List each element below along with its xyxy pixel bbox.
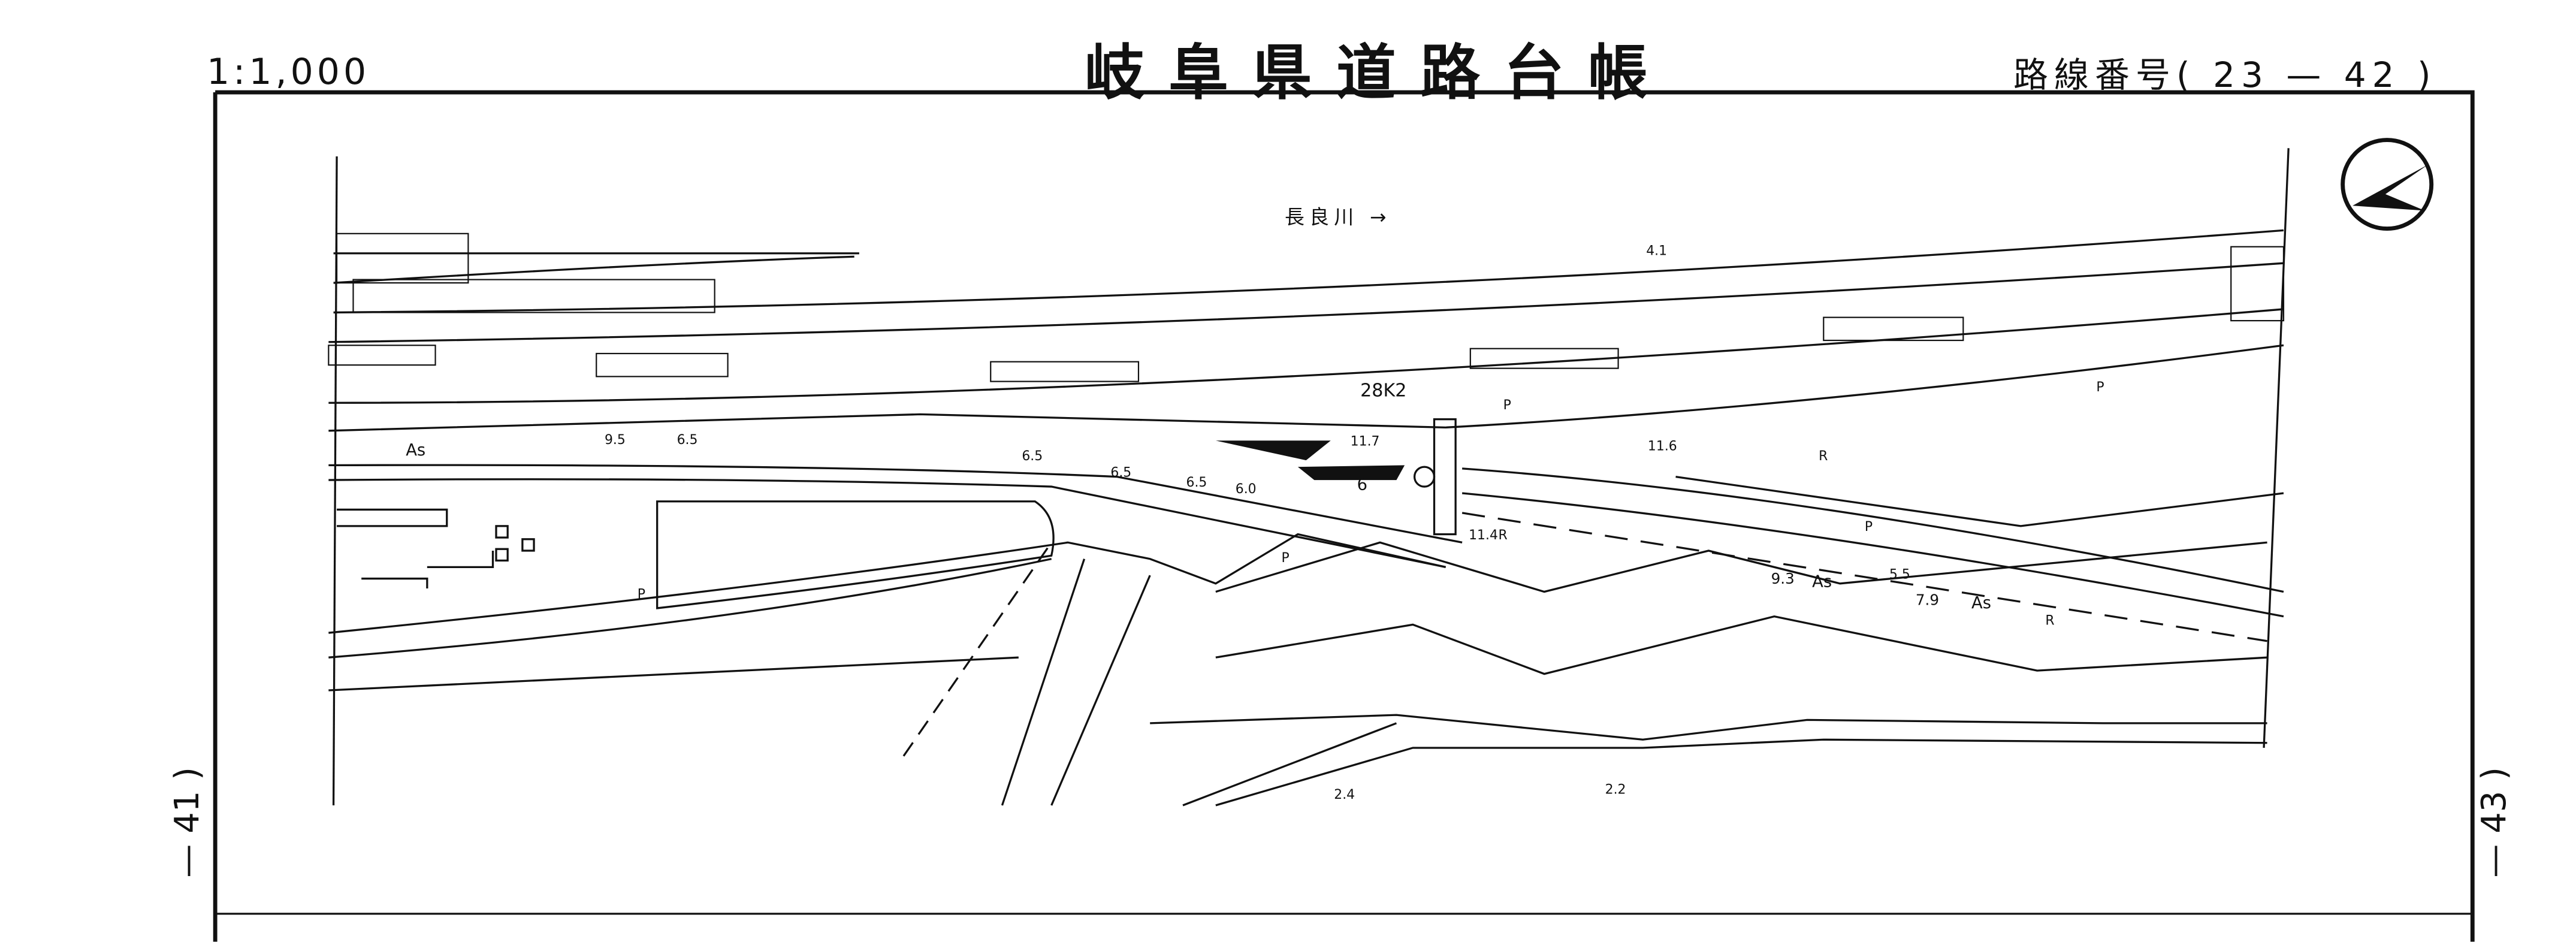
symbol-p: P: [1282, 551, 1289, 566]
page-title: 岐阜県道路台帳: [1085, 38, 1672, 108]
building: [337, 508, 494, 589]
elevation-label: 2.4: [1334, 787, 1355, 802]
elevation-label: 4.1: [1646, 243, 1667, 258]
symbol-p: P: [1503, 398, 1511, 413]
width-label: 6.0: [1236, 482, 1257, 497]
pond: [656, 500, 1055, 609]
symbol-r: R: [2045, 613, 2054, 628]
manhole: [1413, 466, 1436, 488]
route-label: 路線番号: [2013, 55, 2177, 95]
route-open: (: [2176, 55, 2196, 95]
width-label: 6.5: [677, 433, 698, 448]
symbol-p: P: [638, 587, 645, 602]
width-label: 9.5: [605, 433, 626, 448]
width-label: 6.5: [1022, 449, 1043, 464]
width-label: 6.5: [1186, 475, 1207, 490]
symbol-r: R: [1819, 449, 1828, 464]
crosswalk: [1433, 418, 1457, 536]
width-label: 6: [1357, 476, 1367, 494]
elevation-label: 11.4: [1469, 528, 1498, 543]
symbol-r: R: [1498, 528, 1507, 543]
pavement-label: As: [1812, 572, 1832, 591]
elevation-label: 11.6: [1648, 439, 1677, 454]
width-label: 9.3: [1771, 570, 1795, 587]
route-number: 路線番号( 23 — 42 ): [2013, 47, 2437, 97]
north-arrow-icon: [2341, 138, 2434, 231]
river-label: 長良川 →: [1285, 205, 1391, 228]
hatched-island: [1215, 440, 1331, 461]
width-label: 7.9: [1916, 591, 1939, 608]
route-close: ): [2417, 55, 2437, 95]
width-label: 5.5: [1889, 567, 1910, 582]
km-post-label: 28K2: [1360, 380, 1406, 401]
route-from: 23: [2213, 55, 2269, 95]
pavement-label: As: [406, 441, 425, 460]
symbol-p: P: [1865, 520, 1873, 535]
route-dash: —: [2286, 55, 2327, 95]
sheet-frame: [213, 90, 2475, 942]
elevation-label: 2.2: [1605, 783, 1626, 798]
map-scale: 1:1,000: [207, 51, 370, 93]
elevation-label: 11.7: [1351, 434, 1380, 449]
symbol-p: P: [2096, 380, 2104, 395]
width-label: 6.5: [1110, 466, 1131, 481]
route-to: 42: [2344, 55, 2400, 95]
pavement-label: As: [1971, 594, 1991, 612]
